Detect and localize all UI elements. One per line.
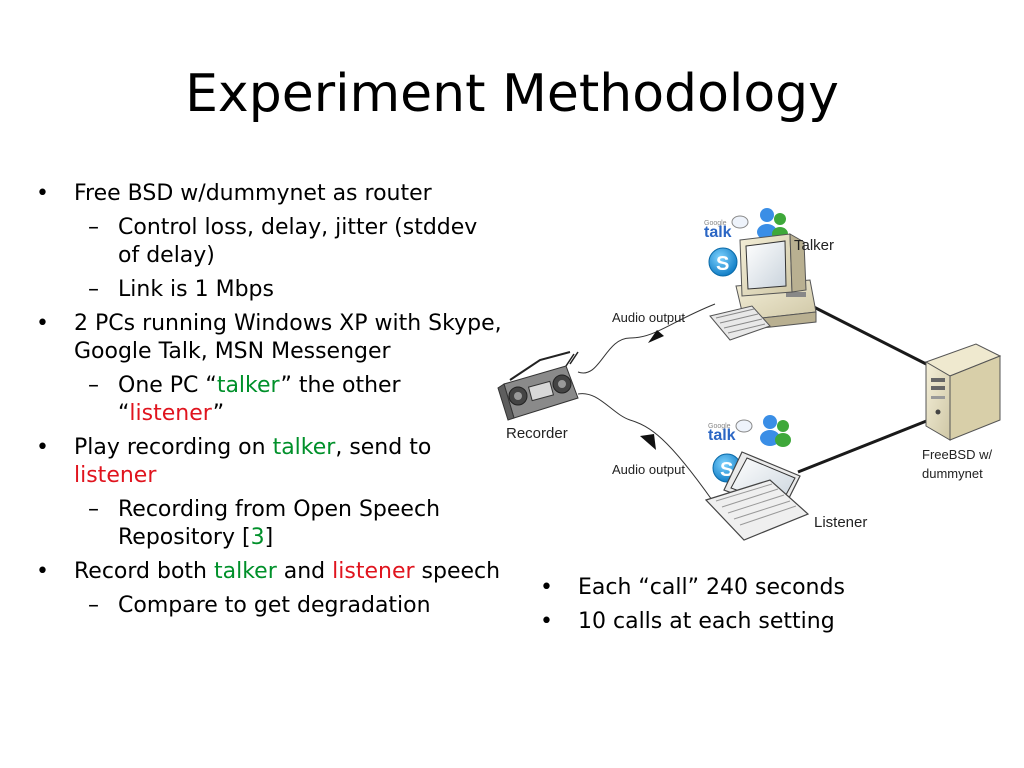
bullet-router: Free BSD w/dummynet as router [32,180,502,208]
audio-cable-top [577,303,716,374]
skype-icon: S [708,247,738,277]
sub-bullet-recording-source: Recording from Open Speech Repository [3… [32,496,502,552]
slide-title: Experiment Methodology [185,64,839,124]
svg-text:S: S [720,459,733,481]
sub-bullet-talker-listener: One PC “talker” the other “listener” [32,372,502,428]
sub-bullet-compare: Compare to get degradation [32,592,502,620]
audio-output-label-top: Audio output [612,310,685,325]
listener-label: Listener [814,514,867,531]
svg-text:Google: Google [708,423,731,430]
talker-word: talker [272,435,336,460]
sub-bullet-link: Link is 1 Mbps [32,276,502,304]
server-label-line1: FreeBSD w/ [922,447,992,462]
bullet-calls-per-setting: 10 calls at each setting [536,608,996,636]
talker-server-link [799,298,939,372]
bullet-pcs: 2 PCs running Windows XP with Skype, Goo… [32,310,502,366]
talker-word: talker [214,559,277,584]
svg-text:S: S [716,253,729,275]
server-tower-icon [924,343,1002,441]
listener-word: listener [129,401,213,426]
server-label-line2: dummynet [922,466,983,481]
bullet-play-recording: Play recording on talker, send to listen… [32,434,502,490]
recorder-label: Recorder [506,425,568,442]
svg-text:talk: talk [704,224,732,241]
boombox-recorder-icon [497,351,579,421]
talker-word: talker [216,373,281,398]
arrowhead-top [648,330,664,343]
svg-text:Google: Google [704,220,727,227]
google-talk-icon: Google talk [704,215,749,241]
desktop-pc-icon [709,233,817,341]
audio-cable-bottom [577,393,713,501]
listener-word: listener [74,463,157,488]
bullet-call-length: Each “call” 240 seconds [536,574,996,602]
svg-text:talk: talk [708,427,736,444]
reference-link[interactable]: 3 [250,525,265,550]
network-diagram: Audio output Audio output Google talk S … [497,208,1002,541]
bullet-record-both: Record both talker and listener speech [32,558,502,586]
left-bullet-list: Free BSD w/dummynet as router Control lo… [32,180,502,626]
sub-bullet-control: Control loss, delay, jitter (stddev of d… [32,214,502,270]
right-bullet-list: Each “call” 240 seconds 10 calls at each… [536,574,996,642]
google-talk-icon: Google talk [708,419,753,444]
listener-server-link [797,416,935,474]
laptop-icon [704,451,810,541]
listener-word: listener [332,559,415,584]
arrowhead-bottom [640,434,656,450]
talker-label: Talker [794,237,834,254]
audio-output-label-bottom: Audio output [612,462,685,477]
msn-messenger-icon [760,415,791,447]
